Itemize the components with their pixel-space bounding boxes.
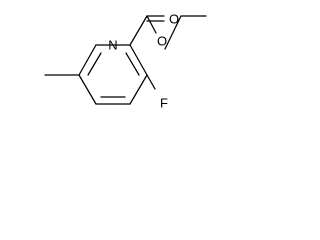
bond-o-methyl xyxy=(164,15,182,50)
bond-c6-n1 xyxy=(78,44,97,76)
bond-c2-c3 xyxy=(129,44,148,76)
atom-label-fluorine: F xyxy=(160,96,168,111)
bond-c3-f xyxy=(146,74,156,90)
bond-carbonyl-c-o xyxy=(146,15,157,34)
bond-c2-carbonyl-c xyxy=(129,15,148,46)
bond-c5-c6 xyxy=(78,74,97,105)
bond-c3-c4 xyxy=(129,74,148,105)
atom-label-ester-oxygen: O xyxy=(157,34,167,49)
bond-c2-c3-inner xyxy=(125,52,140,76)
structure-diagram: N O O F xyxy=(44,12,207,111)
bond-c6-n1-inner xyxy=(87,52,102,76)
atom-label-carbonyl-oxygen: O xyxy=(169,12,179,27)
atom-label-ring-nitrogen: N xyxy=(108,38,117,53)
